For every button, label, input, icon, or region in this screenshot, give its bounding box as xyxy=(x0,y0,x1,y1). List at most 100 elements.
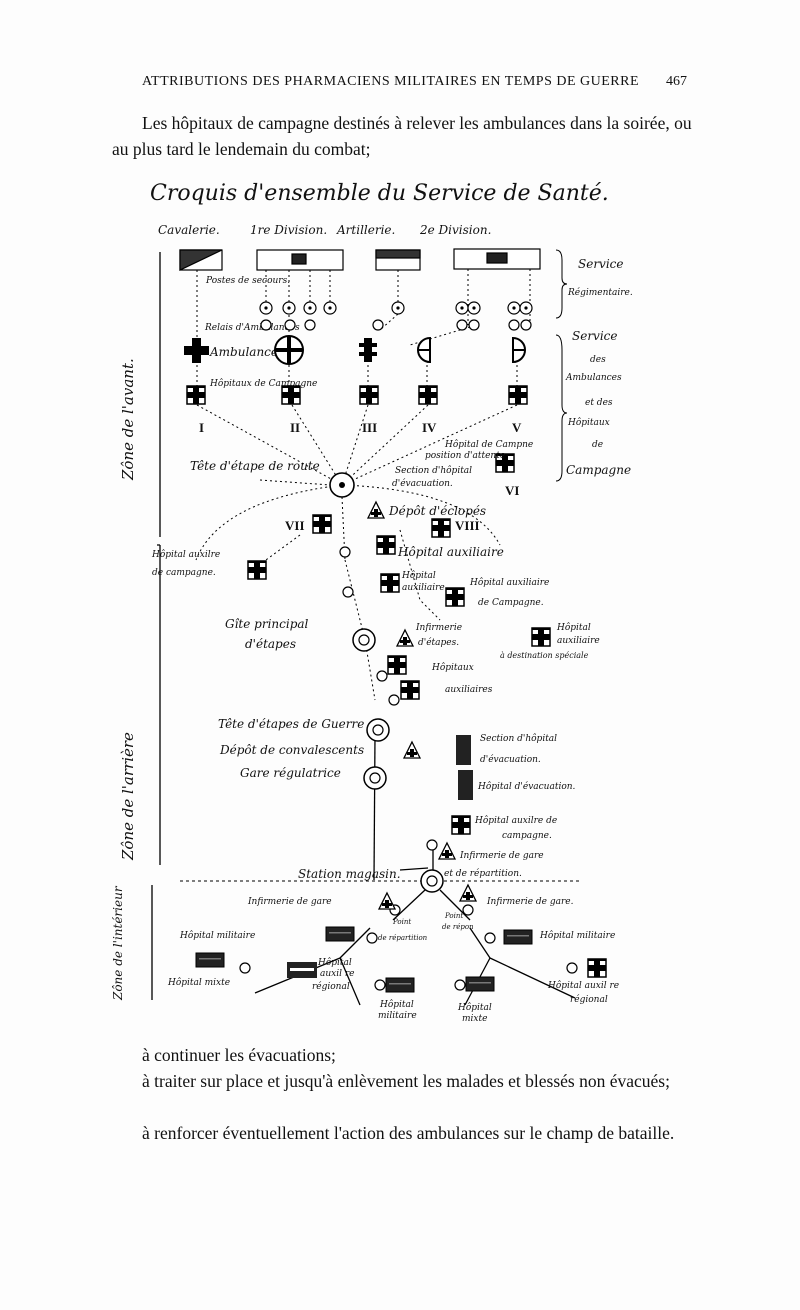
svg-text:Gîte principal: Gîte principal xyxy=(225,617,309,631)
svg-text:Infirmerie de gare.: Infirmerie de gare. xyxy=(486,897,574,907)
label-ambulances: Ambulances xyxy=(209,345,284,359)
evacuation-hospital-icons xyxy=(195,735,533,993)
list-item: à traiter sur place et jusqu'à enlèvemen… xyxy=(142,1071,670,1091)
svg-text:III: III xyxy=(362,420,377,435)
connection-lines xyxy=(195,269,531,701)
svg-text:Hôpital auxiliaire: Hôpital auxiliaire xyxy=(469,577,549,588)
diagram-title: Croquis d'ensemble du Service de Santé. xyxy=(150,181,609,206)
list-item: à continuer les évacuations; xyxy=(142,1045,336,1065)
svg-text:d'évacuation.: d'évacuation. xyxy=(392,478,453,489)
svg-text:à destination spéciale: à destination spéciale xyxy=(500,651,589,660)
label-campagne-r: Campagne xyxy=(566,463,631,477)
svg-text:II: II xyxy=(290,420,300,435)
zone-avant-label: Zône de l'avant. xyxy=(119,358,137,481)
svg-text:Point: Point xyxy=(444,912,463,920)
svg-text:Hôpital auxiliaire: Hôpital auxiliaire xyxy=(397,545,504,559)
label-hopitaux-1: Hôpitaux de Campagne xyxy=(209,378,317,389)
svg-text:Hôpital auxilre: Hôpital auxilre xyxy=(151,549,220,560)
svg-text:régional: régional xyxy=(312,981,350,992)
svg-text:Hôpitaux: Hôpitaux xyxy=(431,662,474,673)
svg-text:VII: VII xyxy=(285,518,305,533)
svg-text:auxiliaires: auxiliaires xyxy=(445,685,493,695)
label-ambulances-r: Ambulances xyxy=(565,373,622,383)
list-item: à renforcer éventuellement l'action des … xyxy=(142,1123,675,1143)
svg-text:campagne.: campagne. xyxy=(502,831,552,841)
svg-text:Hôpital de Campne: Hôpital de Campne xyxy=(444,439,533,450)
svg-text:Station magasin.: Station magasin. xyxy=(298,867,401,881)
svg-text:auxiliaire: auxiliaire xyxy=(557,636,600,646)
label-hopitaux-r: Hôpitaux xyxy=(567,417,610,428)
svg-text:Point: Point xyxy=(392,918,411,926)
svg-text:Hôpital auxilre de: Hôpital auxilre de xyxy=(474,815,557,826)
svg-text:V: V xyxy=(512,420,522,435)
svg-text:Hôpital militaire: Hôpital militaire xyxy=(539,930,615,941)
svg-text:Dépôt de convalescents: Dépôt de convalescents xyxy=(219,743,364,757)
svg-text:Section d'hôpital: Section d'hôpital xyxy=(480,733,557,744)
label-relais: Relais d'Ambulances xyxy=(204,323,300,333)
svg-text:d'évacuation.: d'évacuation. xyxy=(480,754,541,765)
svg-text:Hôpital mixte: Hôpital mixte xyxy=(167,977,230,988)
svg-text:Hôpital: Hôpital xyxy=(457,1002,492,1013)
svg-text:auxiliaire: auxiliaire xyxy=(402,583,445,593)
svg-text:Gare régulatrice: Gare régulatrice xyxy=(240,766,341,780)
svg-text:Dépôt d'éclopés: Dépôt d'éclopés xyxy=(388,504,486,518)
svg-text:IV: IV xyxy=(422,420,437,435)
roman-numerals: I II III IV V VI VII VIII xyxy=(199,420,522,533)
page-number: 467 xyxy=(666,74,687,89)
svg-text:d'étapes.: d'étapes. xyxy=(418,637,459,648)
svg-text:auxil re: auxil re xyxy=(320,969,354,979)
svg-text:Hôpital d'évacuation.: Hôpital d'évacuation. xyxy=(477,781,576,792)
column-artillerie: Artillerie. xyxy=(336,223,395,237)
label-postes: Postes de secours. xyxy=(205,276,290,286)
station-nodes xyxy=(239,472,578,991)
label-service-ambulances: Service xyxy=(572,329,618,343)
svg-text:Tête d'étapes de Guerre: Tête d'étapes de Guerre xyxy=(218,717,364,731)
svg-text:de répon: de répon xyxy=(442,923,474,931)
svg-text:I: I xyxy=(199,420,204,435)
label-regimentaire: Régimentaire. xyxy=(567,287,633,298)
label-de: de xyxy=(592,440,603,450)
poste-de-secours-icons xyxy=(259,301,533,315)
svg-text:Infirmerie: Infirmerie xyxy=(415,623,462,633)
intro-paragraph: Les hôpitaux de campagne destinés à rele… xyxy=(112,113,692,159)
svg-text:de Campagne.: de Campagne. xyxy=(478,598,544,608)
column-1re-division: 1re Division. xyxy=(250,223,327,237)
column-2e-division: 2e Division. xyxy=(419,223,491,237)
infirmerie-triangles xyxy=(367,501,477,910)
zone-interieur-label: Zône de l'intérieur xyxy=(111,885,125,1001)
running-title: ATTRIBUTIONS DES PHARMACIENS MILITAIRES … xyxy=(142,74,640,89)
svg-text:Hôpital: Hôpital xyxy=(379,999,414,1010)
svg-text:régional: régional xyxy=(570,994,608,1005)
svg-text:d'étapes: d'étapes xyxy=(245,637,296,651)
svg-text:Infirmerie de gare: Infirmerie de gare xyxy=(247,897,332,907)
brace-regimentaire xyxy=(555,249,568,319)
svg-text:Hôpital: Hôpital xyxy=(317,957,352,968)
label-des: des xyxy=(590,355,606,365)
brace-ambulances xyxy=(555,334,568,482)
svg-text:position d'attente: position d'attente xyxy=(425,451,505,461)
ambulance-icons xyxy=(184,335,526,365)
column-cavalerie: Cavalerie. xyxy=(158,223,220,237)
svg-text:mixte: mixte xyxy=(462,1014,487,1024)
svg-text:militaire: militaire xyxy=(378,1011,417,1021)
relais-icons xyxy=(260,319,532,331)
svg-text:VIII: VIII xyxy=(455,518,480,533)
label-et-des: et des xyxy=(585,398,613,408)
svg-text:Infirmerie de gare: Infirmerie de gare xyxy=(459,851,544,861)
diagram-labels: Tête d'étape de route Hôpital de Campne … xyxy=(151,439,619,1024)
svg-text:et de répartition.: et de répartition. xyxy=(444,868,522,879)
svg-text:Section d'hôpital: Section d'hôpital xyxy=(395,465,472,476)
svg-text:Hôpital auxil re: Hôpital auxil re xyxy=(547,980,619,991)
svg-text:Hôpital: Hôpital xyxy=(556,622,591,633)
svg-text:Hôpital: Hôpital xyxy=(401,570,436,581)
svg-text:de campagne.: de campagne. xyxy=(152,568,216,578)
svg-text:de répartition: de répartition xyxy=(378,934,428,942)
unit-boxes xyxy=(179,248,541,271)
zone-arriere-label: Zône de l'arrière xyxy=(119,732,137,861)
svg-text:Hôpital militaire: Hôpital militaire xyxy=(179,930,255,941)
label-service-regimentaire: Service xyxy=(578,257,624,271)
zone-brackets xyxy=(151,252,161,1000)
svg-text:Tête d'étape de route: Tête d'étape de route xyxy=(190,459,320,473)
